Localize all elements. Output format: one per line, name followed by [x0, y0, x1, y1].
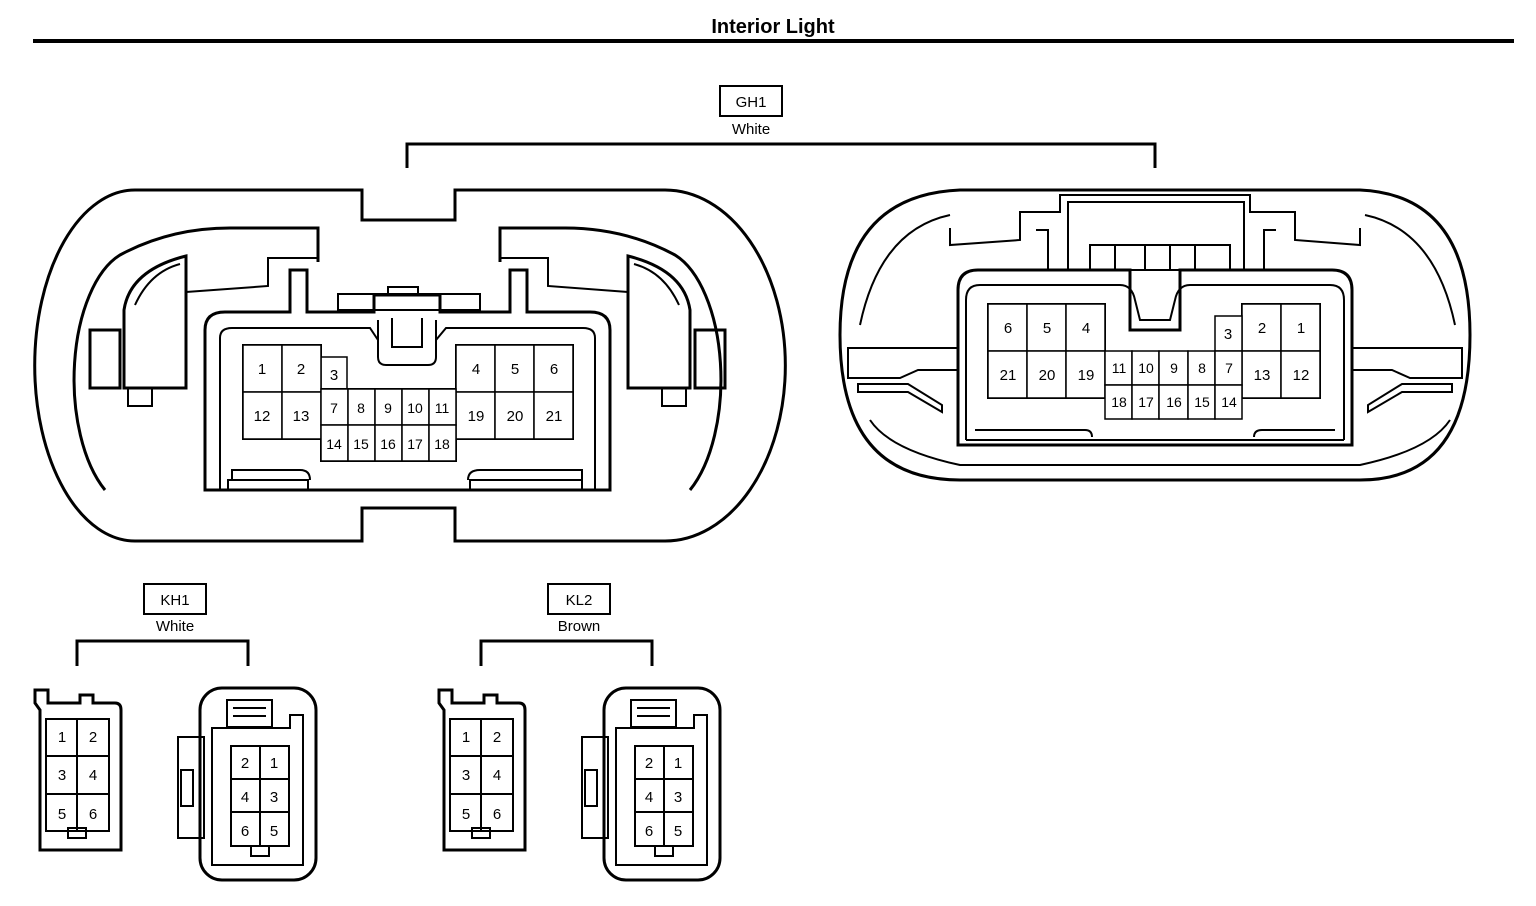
- gh1-label: GH1 White: [405, 85, 1157, 168]
- pin-label: 18: [1111, 394, 1127, 410]
- pin-label: 2: [645, 755, 653, 772]
- kh1-color: White: [156, 618, 194, 635]
- kl2-code: KL2: [566, 592, 593, 609]
- pin-label: 4: [1082, 320, 1090, 337]
- pin-label: 17: [407, 436, 423, 452]
- pin-label: 15: [1194, 394, 1210, 410]
- pin-label: 8: [357, 400, 365, 416]
- pin-label: 3: [1224, 326, 1232, 343]
- pin-label: 3: [674, 789, 682, 806]
- pin-label: 3: [462, 767, 470, 784]
- pin-label: 11: [1112, 360, 1127, 376]
- pin-label: 1: [674, 755, 682, 772]
- gh1-bracket: [405, 142, 1157, 168]
- kl2-front-connector: 1 2 3 4 5 6: [437, 688, 527, 852]
- pin-label: 4: [89, 767, 97, 784]
- pin-label: 11: [435, 400, 450, 416]
- pin-label: 3: [330, 367, 338, 384]
- pin-label: 6: [550, 361, 558, 378]
- pin-label: 21: [546, 408, 563, 425]
- pin-label: 2: [493, 729, 501, 746]
- pin-label: 4: [493, 767, 501, 784]
- pin-label: 5: [462, 806, 470, 823]
- pin-label: 1: [1297, 320, 1305, 337]
- pin-label: 2: [241, 755, 249, 772]
- pin-label: 7: [1225, 360, 1233, 376]
- pin-label: 5: [270, 823, 278, 840]
- pin-label: 2: [1258, 320, 1266, 337]
- pin-label: 6: [493, 806, 501, 823]
- pin-label: 10: [1138, 360, 1154, 376]
- pin-label: 5: [58, 806, 66, 823]
- pin-label: 21: [1000, 367, 1017, 384]
- kh1-front-connector: 1 2 3 4 5 6: [33, 688, 123, 852]
- pin-label: 12: [254, 408, 271, 425]
- pin-label: 13: [293, 408, 310, 425]
- pin-label: 19: [1078, 367, 1095, 384]
- pin-label: 20: [507, 408, 524, 425]
- kh1-label: KH1 White: [75, 583, 250, 666]
- pin-label: 20: [1039, 367, 1056, 384]
- pin-label: 6: [89, 806, 97, 823]
- pin-label: 1: [270, 755, 278, 772]
- pin-label: 2: [297, 361, 305, 378]
- pin-label: 4: [472, 361, 480, 378]
- pin-label: 3: [270, 789, 278, 806]
- pin-label: 14: [1221, 394, 1237, 410]
- gh1-front-pin-grid: 1 2 3 4 5 6 12 13 19 20 21 7 8 9 10 11 1…: [242, 344, 574, 462]
- pin-label: 5: [1043, 320, 1051, 337]
- pin-label: 6: [1004, 320, 1012, 337]
- pin-label: 5: [674, 823, 682, 840]
- pin-label: 6: [241, 823, 249, 840]
- pin-label: 5: [511, 361, 519, 378]
- pin-label: 3: [58, 767, 66, 784]
- pin-label: 1: [462, 729, 470, 746]
- kh1-code: KH1: [160, 592, 189, 609]
- gh1-color: White: [732, 121, 770, 138]
- pin-label: 13: [1254, 367, 1271, 384]
- pin-label: 7: [330, 400, 338, 416]
- pin-label: 14: [326, 436, 342, 452]
- pin-label: 12: [1293, 367, 1310, 384]
- gh1-rear-pin-grid: 6 5 4 3 2 1 21 20 19 13 12 11 10 9 8 7 1…: [987, 303, 1321, 420]
- pin-label: 15: [353, 436, 369, 452]
- gh1-rear-connector: [838, 188, 1472, 482]
- pin-label: 17: [1138, 394, 1154, 410]
- kl2-rear-connector: 2 1 4 3 6 5: [581, 686, 722, 882]
- pin-label: 4: [645, 789, 653, 806]
- kh1-rear-connector: 2 1 4 3 6 5: [177, 686, 318, 882]
- pin-label: 1: [58, 729, 66, 746]
- pin-label: 6: [645, 823, 653, 840]
- pin-label: 10: [407, 400, 423, 416]
- pin-label: 16: [1166, 394, 1182, 410]
- pin-label: 4: [241, 789, 249, 806]
- kl2-label: KL2 Brown: [479, 583, 654, 666]
- gh1-tag-box: [719, 85, 783, 117]
- pin-label: 19: [468, 408, 485, 425]
- pin-label: 1: [258, 361, 266, 378]
- kl2-color: Brown: [558, 618, 601, 635]
- gh1-code: GH1: [736, 94, 767, 111]
- pin-label: 9: [384, 400, 392, 416]
- pin-label: 2: [89, 729, 97, 746]
- pin-label: 18: [434, 436, 450, 452]
- pin-label: 16: [380, 436, 396, 452]
- page-title: Interior Light: [711, 16, 835, 38]
- pin-label: 9: [1170, 360, 1178, 376]
- gh1-front-connector: [33, 188, 787, 543]
- pin-label: 8: [1198, 360, 1206, 376]
